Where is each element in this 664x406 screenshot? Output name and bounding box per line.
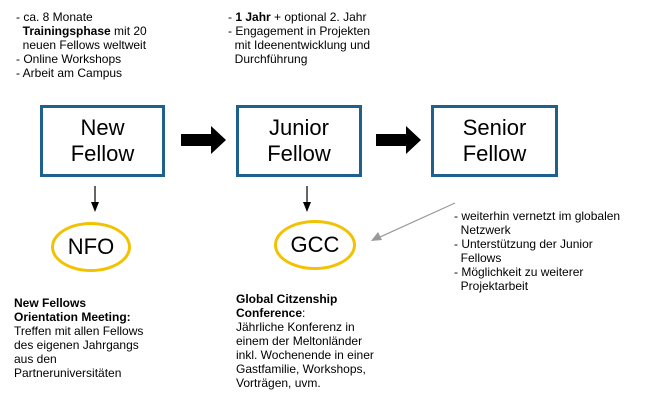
junior-note-line-1-rest: + optional 2. Jahr [270,10,367,24]
nfo-desc-line-2: des eigenen Jahrgangs [14,338,139,352]
new-note-line-3: neuen Fellows weltweit [16,38,147,52]
senior-note-line-2: Netzwerk [454,223,511,237]
gcc-desc-line-4: Gastfamilie, Workshops, [236,362,366,376]
senior-fellow-line-2: Fellow [462,141,527,166]
arrow-new-to-nfo-head [91,202,99,212]
new-fellow-line-2: Fellow [70,141,135,166]
junior-note-line-2: - Engagement in Projekten [228,24,371,38]
gcc-desc-title-2-colon: : [302,306,306,320]
nfo-ellipse: NFO [51,222,131,272]
new-fellow-line-1: New [80,115,125,140]
gcc-desc-line-3: inkl. Wochenende in einer [236,348,374,362]
gcc-description: Global Citzenship Conference: Jährliche … [236,292,374,390]
senior-note-line-1: - weiterhin vernetzt im globalen [454,209,621,223]
gcc-desc-title-1: Global Citzenship [236,292,338,306]
junior-fellow-line-2: Fellow [267,141,331,166]
junior-fellow-notes: - 1 Jahr + optional 2. Jahr - Engagement… [228,10,370,66]
one-year-label: 1 Jahr [235,10,271,24]
new-note-line-5: - Arbeit am Campus [16,66,123,80]
gcc-desc-line-1: Jährliche Konferenz in [236,320,355,334]
new-note-line-1: - ca. 8 Monate [16,10,93,24]
senior-fellow-line-1: Senior [462,115,527,140]
senior-note-line-5: - Möglichkeit zu weiterer [454,265,584,279]
junior-note-line-1-prefix: - [228,10,236,24]
senior-fellow-notes: - weiterhin vernetzt im globalen Netzwer… [454,209,620,293]
gcc-desc-line-5: Vorträgen, uvm. [236,376,321,390]
gcc-desc-title-2: Conference [236,306,303,320]
new-note-line-2: Trainingsphase mit 20 [16,24,147,38]
junior-fellow-line-1: Junior [269,115,329,140]
junior-fellow-box: Junior Fellow [236,105,362,177]
arrow-senior-to-gcc-shaft [379,202,456,238]
nfo-desc-line-1: Treffen mit allen Fellows [14,324,144,338]
nfo-desc-title-1: New Fellows [14,296,87,310]
new-note-line-2-rest: mit 20 [110,24,147,38]
new-fellow-box: New Fellow [40,105,165,177]
senior-fellow-box: Senior Fellow [431,105,558,177]
senior-note-line-4: Fellows [454,251,502,265]
gcc-desc-title-2-row: Conference: [236,306,374,320]
senior-note-line-3: - Unterstützung der Junior [454,237,593,251]
nfo-desc-line-4: Partneruniversitäten [14,366,122,380]
junior-note-line-4: Durchführung [228,52,308,66]
junior-note-line-1: - 1 Jahr + optional 2. Jahr [228,10,370,24]
arrow-junior-to-senior [376,126,421,154]
arrow-junior-to-gcc-head [303,202,311,212]
gcc-ellipse: GCC [274,220,356,270]
gcc-label: GCC [290,232,340,257]
arrow-new-to-junior [181,126,226,154]
new-note-line-4: - Online Workshops [16,52,122,66]
nfo-desc-title-2: Orientation Meeting: [14,310,131,324]
nfo-description: New Fellows Orientation Meeting: Treffen… [14,296,143,380]
trainingsphase-label: Trainingsphase [22,24,111,38]
nfo-desc-line-3: aus den [14,352,57,366]
new-fellow-notes: - ca. 8 Monate Trainingsphase mit 20 neu… [16,10,147,80]
junior-note-line-3: mit Ideenentwicklung und [228,38,371,52]
arrow-senior-to-gcc-head [371,232,382,241]
senior-note-line-6: Projektarbeit [454,279,529,293]
gcc-desc-line-2: einem der Meltonländer [236,334,363,348]
nfo-label: NFO [67,234,115,259]
